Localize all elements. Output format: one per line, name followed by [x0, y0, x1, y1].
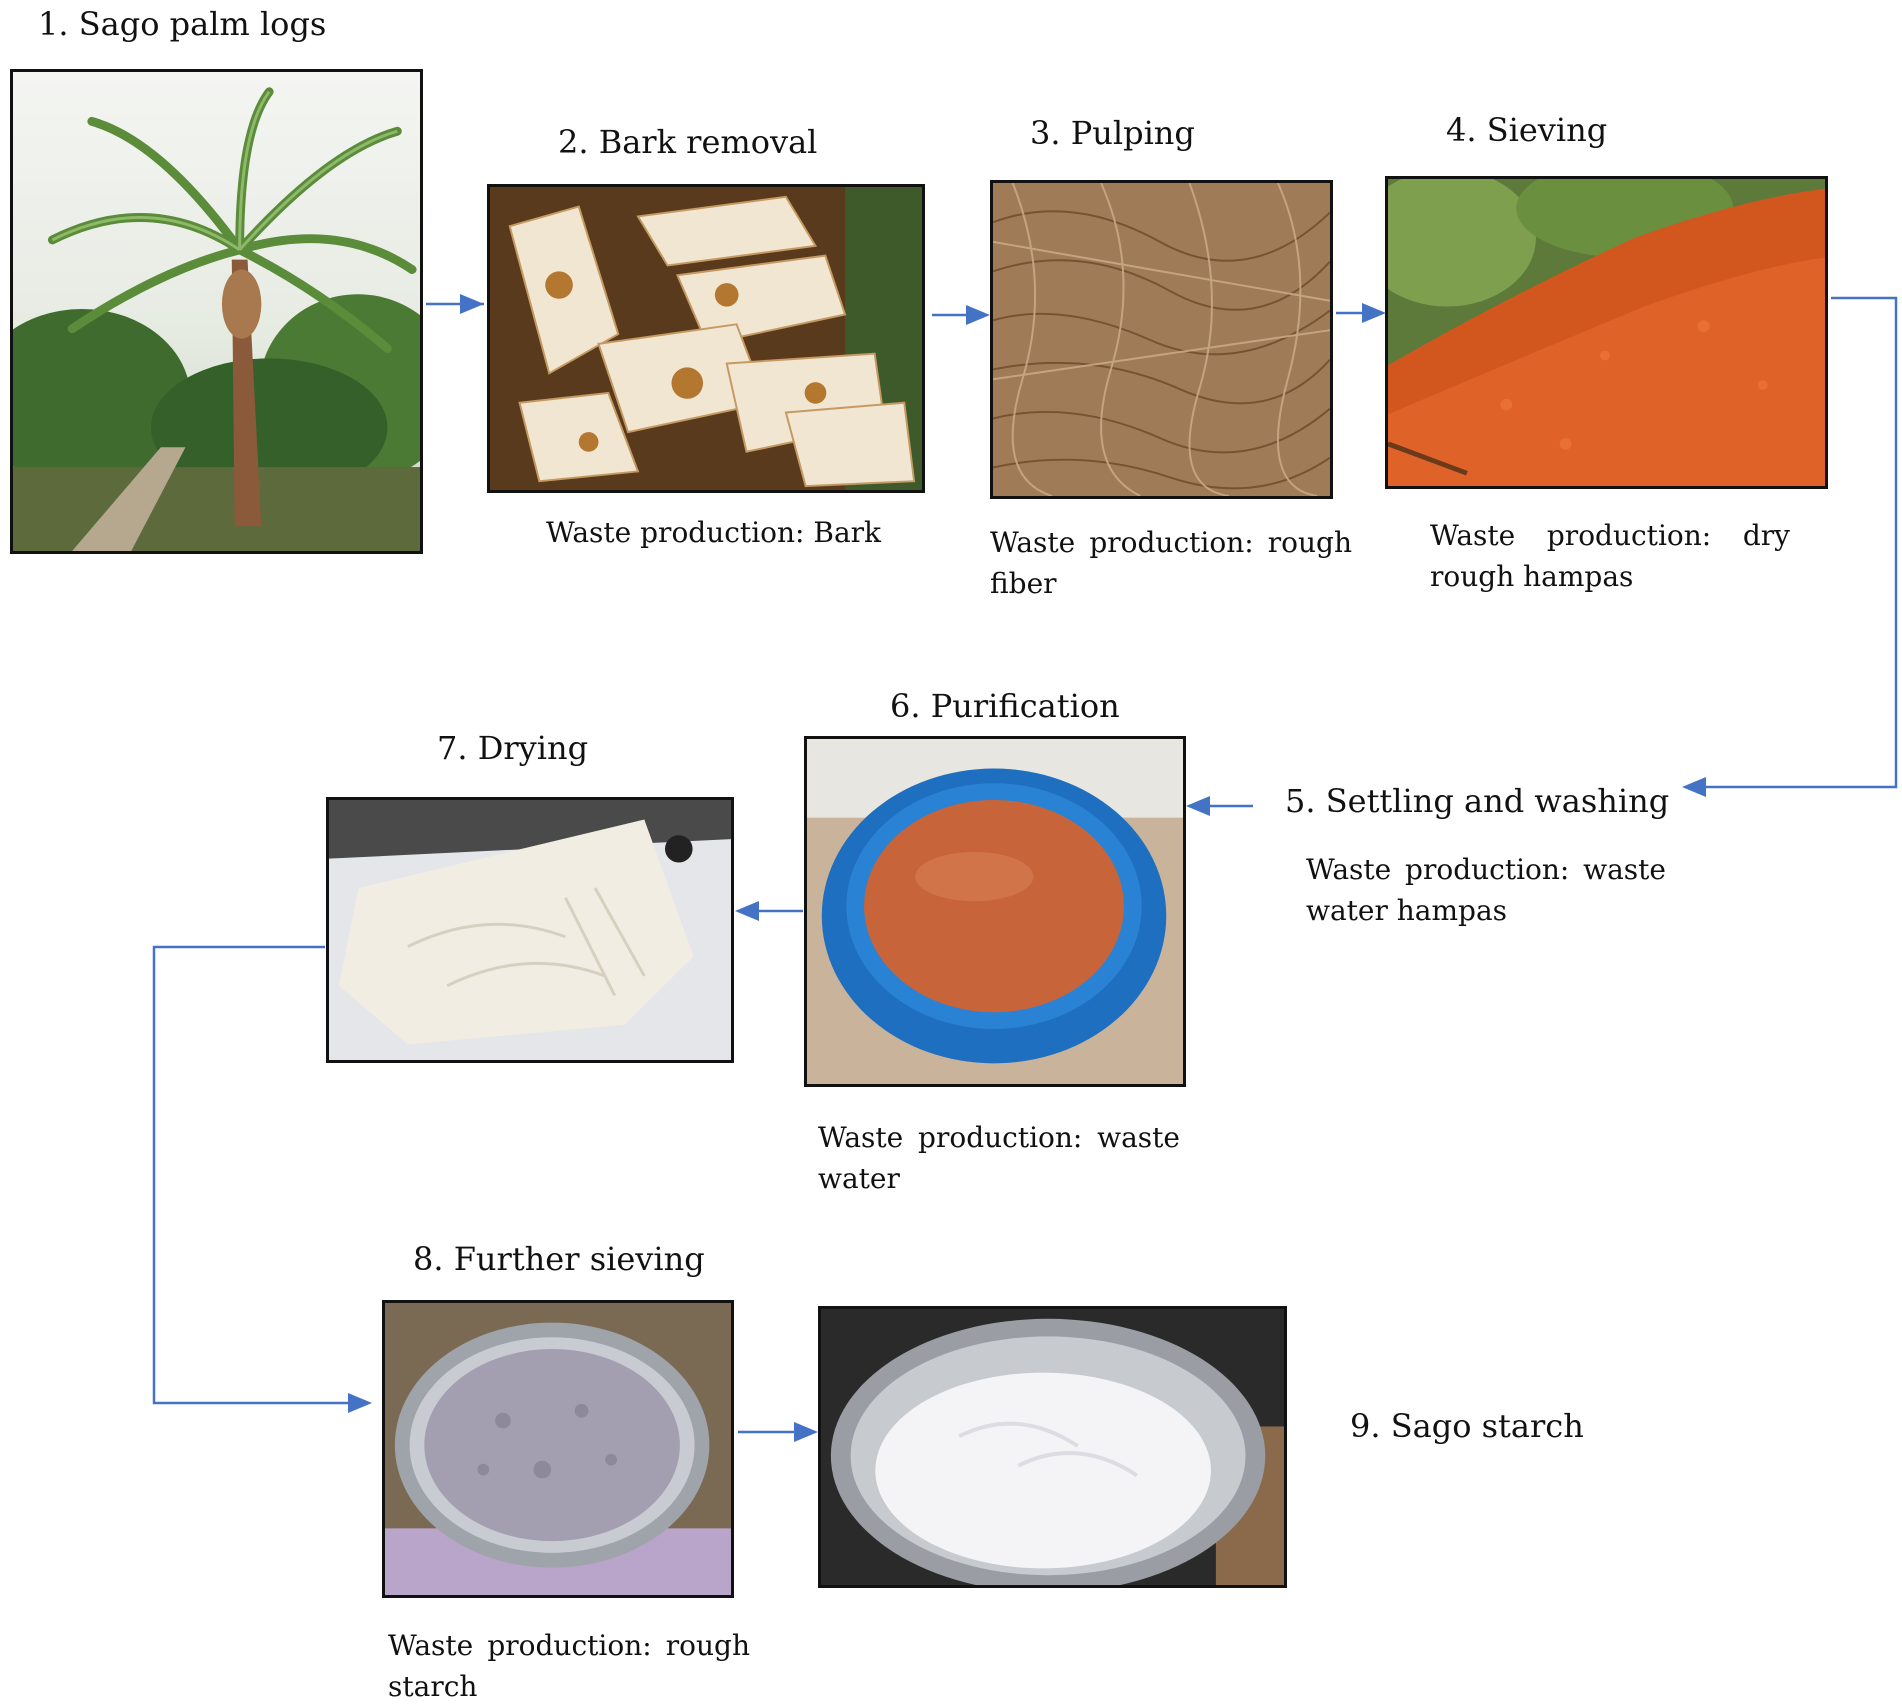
arrow-4-to-5 — [1705, 296, 1898, 789]
arrow-2-to-3-head — [966, 305, 990, 325]
step-3-label: 3. Pulping — [1030, 114, 1195, 152]
purification-basin-photo — [804, 736, 1186, 1087]
step-2-waste-caption: Waste production: Bark — [546, 516, 881, 549]
further-sieving-photo — [382, 1300, 734, 1598]
step-7-label: 7. Drying — [437, 729, 589, 767]
arrow-8-to-9-head — [794, 1422, 818, 1442]
step-8-label: 8. Further sieving — [413, 1240, 705, 1278]
step-6-label: 6. Purification — [890, 687, 1120, 725]
step-4-label: 4. Sieving — [1446, 111, 1608, 149]
arrow-3-to-4-head — [1362, 303, 1386, 323]
bark-removal-photo — [487, 184, 925, 493]
arrow-1-to-2-head — [460, 294, 484, 314]
sieving-hampas-photo — [1385, 176, 1828, 489]
step-2-label: 2. Bark removal — [558, 123, 818, 161]
arrow-7-to-8 — [152, 945, 350, 1405]
sago-palm-photo — [10, 69, 423, 554]
step-6-waste-caption: Waste production: waste water — [818, 1121, 1180, 1195]
step-9-label: 9. Sago starch — [1350, 1407, 1584, 1445]
step-8-waste-caption: Waste production: rough starch — [388, 1629, 750, 1703]
step-5-waste-caption: Waste production: waste water hampas — [1306, 853, 1666, 927]
step-4-waste-caption: Waste production: dry rough hampas — [1430, 519, 1790, 593]
step-5-label: 5. Settling and washing — [1285, 782, 1670, 820]
arrow-6-to-7-head — [735, 901, 759, 921]
drying-starch-photo — [326, 797, 734, 1063]
rough-fiber-photo — [990, 180, 1333, 499]
arrow-7-to-8-head — [348, 1393, 372, 1413]
arrow-4-to-5-head — [1682, 777, 1706, 797]
step-3-waste-caption: Waste production: rough fiber — [990, 526, 1352, 600]
arrow-5-to-6-head — [1186, 796, 1210, 816]
sago-starch-photo — [818, 1306, 1287, 1588]
step-1-label: 1. Sago palm logs — [38, 5, 327, 43]
